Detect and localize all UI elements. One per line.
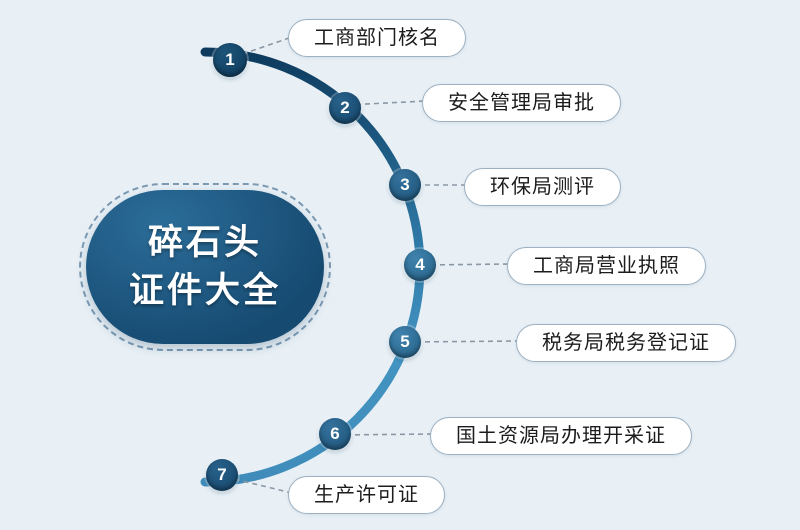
step-number-badge: 7 bbox=[206, 459, 238, 491]
connector-line-4 bbox=[421, 263, 512, 266]
center-bubble: 碎石头 证件大全 bbox=[86, 190, 324, 344]
center-title-line1: 碎石头 bbox=[147, 223, 262, 262]
step-number-badge: 3 bbox=[389, 169, 421, 201]
connector-line-5 bbox=[406, 340, 521, 343]
connector-line-6 bbox=[336, 433, 435, 436]
step-label: 国土资源局办理开采证 bbox=[430, 417, 692, 455]
step-label: 工商局营业执照 bbox=[507, 247, 706, 285]
step-number-badge: 2 bbox=[329, 92, 361, 124]
step-label: 安全管理局审批 bbox=[422, 84, 621, 122]
step-number-badge: 4 bbox=[404, 249, 436, 281]
step-number-badge: 5 bbox=[389, 326, 421, 358]
step-label: 工商部门核名 bbox=[288, 19, 466, 57]
step-label: 生产许可证 bbox=[288, 476, 445, 514]
step-label: 环保局测评 bbox=[464, 168, 621, 206]
center-title-line2: 证件大全 bbox=[128, 271, 281, 310]
step-number-badge: 6 bbox=[319, 418, 351, 450]
step-label: 税务局税务登记证 bbox=[516, 324, 736, 362]
center-bubble-dashed-outline bbox=[79, 183, 331, 351]
step-number-badge: 1 bbox=[213, 43, 247, 77]
